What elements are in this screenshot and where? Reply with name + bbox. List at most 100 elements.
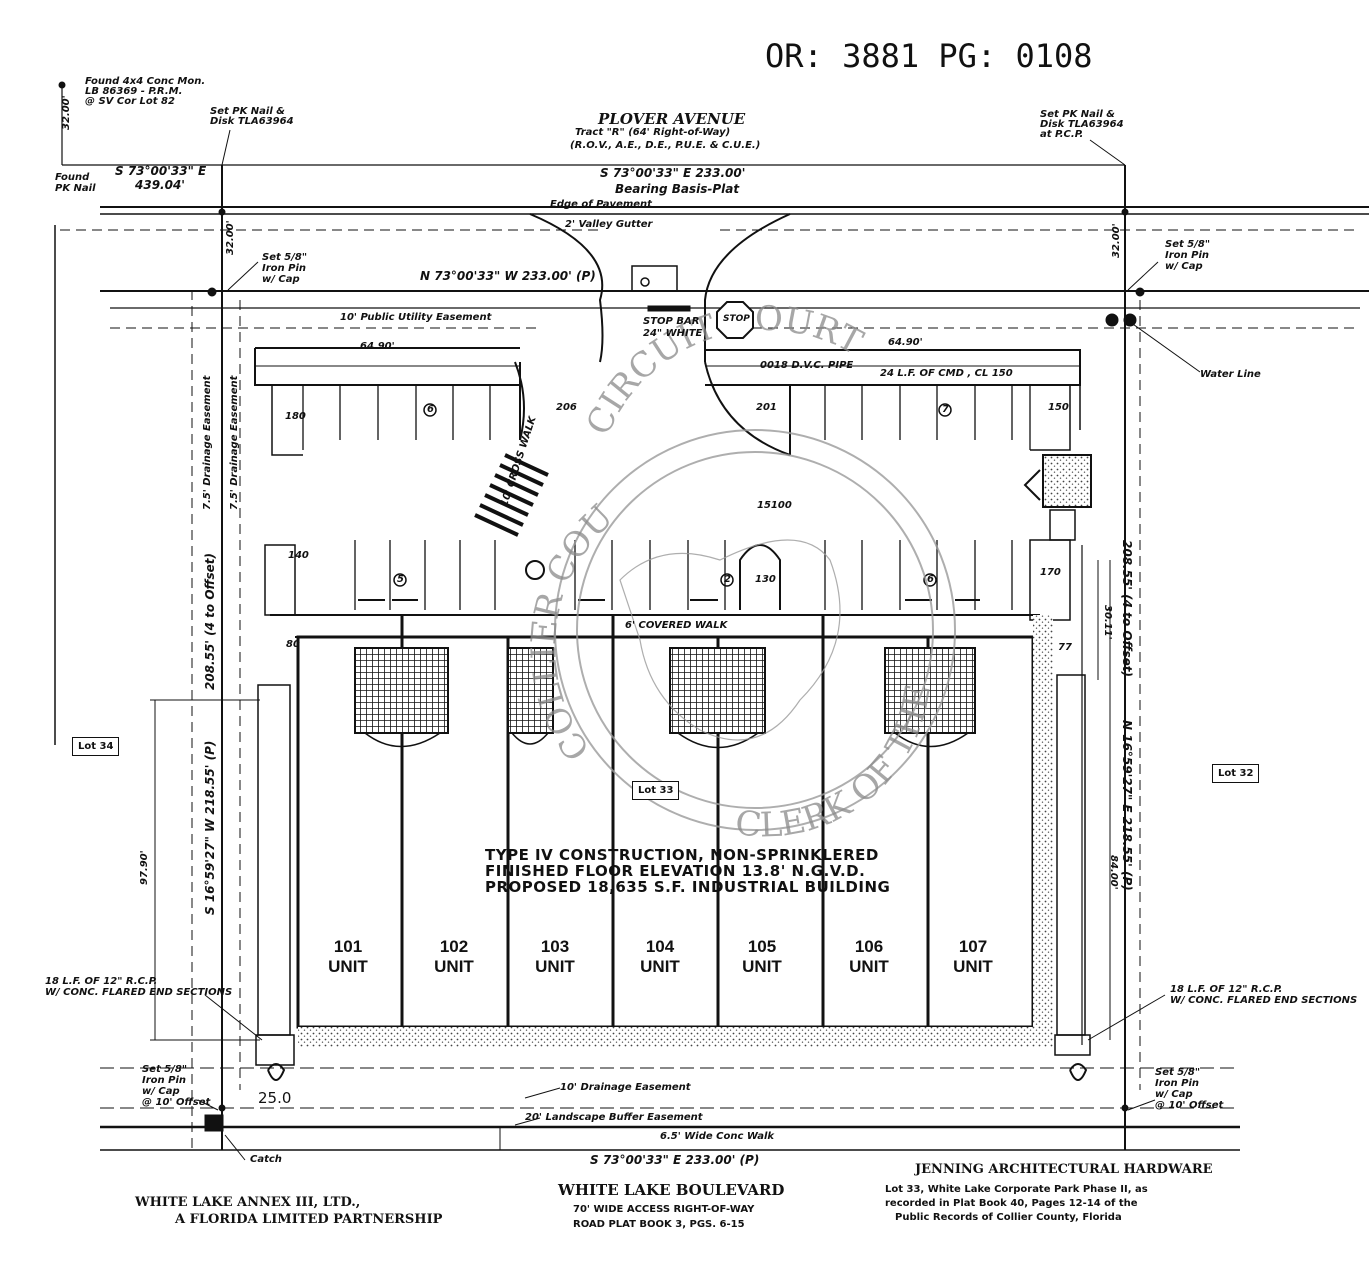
parking-count-2: 7 xyxy=(942,404,949,415)
drainage-easement-b: 7.5' Drainage Easement xyxy=(229,375,240,510)
spot-180: 180 xyxy=(285,411,306,422)
iron-left-bot-3: w/ Cap xyxy=(142,1086,180,1097)
dim-3200-c: 32.00' xyxy=(1111,223,1122,258)
unit-105: 105 UNIT xyxy=(727,937,797,977)
building-note-3: PROPOSED 18,635 S.F. INDUSTRIAL BUILDING xyxy=(485,878,891,896)
dim-6490-right: 64.90' xyxy=(888,337,923,348)
spot-130: 130 xyxy=(755,574,776,585)
bearing-top-left: S 73°00'33" E xyxy=(115,164,207,178)
lot-33-label: Lot 33 xyxy=(632,781,680,800)
set-pk-right-2: Disk TLA63964 xyxy=(1040,119,1124,130)
record-number: OR: 3881 PG: 0108 xyxy=(765,37,1093,75)
dim-3011: 30.11' xyxy=(1102,605,1113,640)
unit-102: 102 UNIT xyxy=(419,937,489,977)
east-bearing: N 16°59'27" E 218.55' (P) xyxy=(1120,720,1134,891)
set-pk-right-1: Set PK Nail & xyxy=(1040,109,1115,120)
building-note-2: FINISHED FLOOR ELEVATION 13.8' N.G.V.D. xyxy=(485,862,866,880)
iron-right-bot-1: Set 5/8" xyxy=(1155,1067,1201,1078)
parking-count-5: 6 xyxy=(927,574,934,585)
west-offset-dim: 208.55' (4 to Offset) xyxy=(203,552,217,690)
owner-west-2: A FLORIDA LIMITED PARTNERSHIP xyxy=(175,1212,443,1227)
building-note-1: TYPE IV CONSTRUCTION, NON-SPRINKLERED xyxy=(485,846,879,864)
dim-3200-a: 32.00' xyxy=(61,95,72,130)
iron-right-bot-4: @ 10' Offset xyxy=(1155,1100,1224,1111)
rcp-right-1: 18 L.F. OF 12" R.C.P. xyxy=(1170,984,1283,995)
utility-easement: 10' Public Utility Easement xyxy=(340,312,492,323)
iron-left-top-1: Set 5/8" xyxy=(262,252,308,263)
bearing-top-left-dist: 439.04' xyxy=(135,178,185,192)
bearing-north-line: N 73°00'33" W 233.00' (P) xyxy=(420,269,596,283)
unit-101-number: 101 xyxy=(333,937,363,956)
monument-note-3: @ SV Cor Lot 82 xyxy=(85,96,175,107)
dim-8400: 84.00' xyxy=(1108,855,1119,890)
owner-east-name: JENNING ARCHITECTURAL HARDWARE xyxy=(915,1162,1213,1177)
dim-6490-left: 64.90' xyxy=(360,341,395,352)
pvc-pipe-label: 0018 D.V.C. PIPE xyxy=(760,360,854,371)
parking-count-1: 6 xyxy=(427,404,434,415)
found-pk-1: Found xyxy=(55,172,90,183)
unit-105-label: UNIT xyxy=(742,957,782,976)
edge-of-pavement: Edge of Pavement xyxy=(550,199,652,210)
monument-note-1: Found 4x4 Conc Mon. xyxy=(85,76,206,87)
iron-left-bot-4: @ 10' Offset xyxy=(142,1097,211,1108)
rcp-left-1: 18 L.F. OF 12" R.C.P. xyxy=(45,976,158,987)
covered-walk-label: 6' COVERED WALK xyxy=(625,620,728,631)
unit-105-number: 105 xyxy=(747,937,777,956)
monument-note-2: LB 86369 - P.R.M. xyxy=(85,86,183,97)
owner-west-1: WHITE LAKE ANNEX III, LTD., xyxy=(135,1195,361,1210)
spot-140: 140 xyxy=(288,550,309,561)
catch-basin-label: Catch xyxy=(250,1154,282,1165)
white-lake-plat: ROAD PLAT BOOK 3, PGS. 6-15 xyxy=(573,1219,745,1230)
spot-150: 150 xyxy=(1048,402,1069,413)
spot-170: 170 xyxy=(1040,567,1061,578)
spot-77: 77 xyxy=(1058,642,1072,653)
stop-sign-icon xyxy=(716,301,754,339)
iron-left-top-2: Iron Pin xyxy=(262,263,306,274)
drainage-10-label: 10' Drainage Easement xyxy=(560,1082,691,1093)
cmp-label: 24 L.F. OF CMD , CL 150 xyxy=(880,368,1013,379)
stop-sign-text: STOP xyxy=(723,314,750,324)
unit-103-number: 103 xyxy=(540,937,570,956)
unit-101: 101 UNIT xyxy=(313,937,383,977)
rcp-left-2: W/ CONC. FLARED END SECTIONS xyxy=(45,987,233,998)
owner-east-desc-1: Lot 33, White Lake Corporate Park Phase … xyxy=(885,1184,1148,1195)
white-lake-row: 70' WIDE ACCESS RIGHT-OF-WAY xyxy=(573,1204,755,1215)
set-pk-right-3: at P.C.P. xyxy=(1040,129,1084,140)
iron-right-top-1: Set 5/8" xyxy=(1165,239,1211,250)
unit-107-number: 107 xyxy=(958,937,988,956)
plover-easements: (R.O.V., A.E., D.E., P.U.E. & C.U.E.) xyxy=(570,140,761,151)
dim-3200-b: 32.00' xyxy=(225,220,236,255)
lot-34-label: Lot 34 xyxy=(72,737,120,756)
iron-right-top-2: Iron Pin xyxy=(1165,250,1209,261)
water-line-label: Water Line xyxy=(1200,369,1261,380)
unit-103: 103 UNIT xyxy=(520,937,590,977)
iron-right-bot-2: Iron Pin xyxy=(1155,1078,1199,1089)
spot-201: 201 xyxy=(756,402,777,413)
spot-80: 80 xyxy=(286,639,300,650)
unit-107-label: UNIT xyxy=(953,957,993,976)
unit-102-number: 102 xyxy=(439,937,469,956)
unit-104-number: 104 xyxy=(645,937,675,956)
parking-count-4: 2 xyxy=(724,574,731,585)
unit-106-number: 106 xyxy=(854,937,884,956)
owner-east-desc-3: Public Records of Collier County, Florid… xyxy=(895,1212,1122,1223)
parking-count-3: 5 xyxy=(397,574,404,585)
found-pk-2: PK Nail xyxy=(55,183,96,194)
stop-bar-label: STOP BAR xyxy=(643,316,700,327)
set-pk-left-2: Disk TLA63964 xyxy=(210,116,294,127)
iron-left-top-3: w/ Cap xyxy=(262,274,300,285)
unit-101-label: UNIT xyxy=(328,957,368,976)
seal-arc-left: COLLIER COUNTY xyxy=(0,0,621,767)
dim-25: 25.0 xyxy=(258,1089,292,1107)
bearing-top-plat: S 73°00'33" E 233.00' xyxy=(600,166,746,180)
spot-206: 206 xyxy=(556,402,577,413)
sidewalk-label: 6.5' Wide Conc Walk xyxy=(660,1131,775,1142)
rcp-right-2: W/ CONC. FLARED END SECTIONS xyxy=(1170,995,1358,1006)
set-pk-left-1: Set PK Nail & xyxy=(210,106,285,117)
plover-tract: Tract "R" (64' Right-of-Way) xyxy=(575,127,731,138)
iron-right-top-3: w/ Cap xyxy=(1165,261,1203,272)
west-bearing: S 16°59'27" W 218.55' (P) xyxy=(203,740,217,915)
plover-avenue-title: PLOVER AVENUE xyxy=(598,110,746,128)
bearing-bottom: S 73°00'33" E 233.00' (P) xyxy=(590,1153,760,1167)
east-offset-dim: 208.55' (4 to Offset) xyxy=(1120,540,1134,678)
